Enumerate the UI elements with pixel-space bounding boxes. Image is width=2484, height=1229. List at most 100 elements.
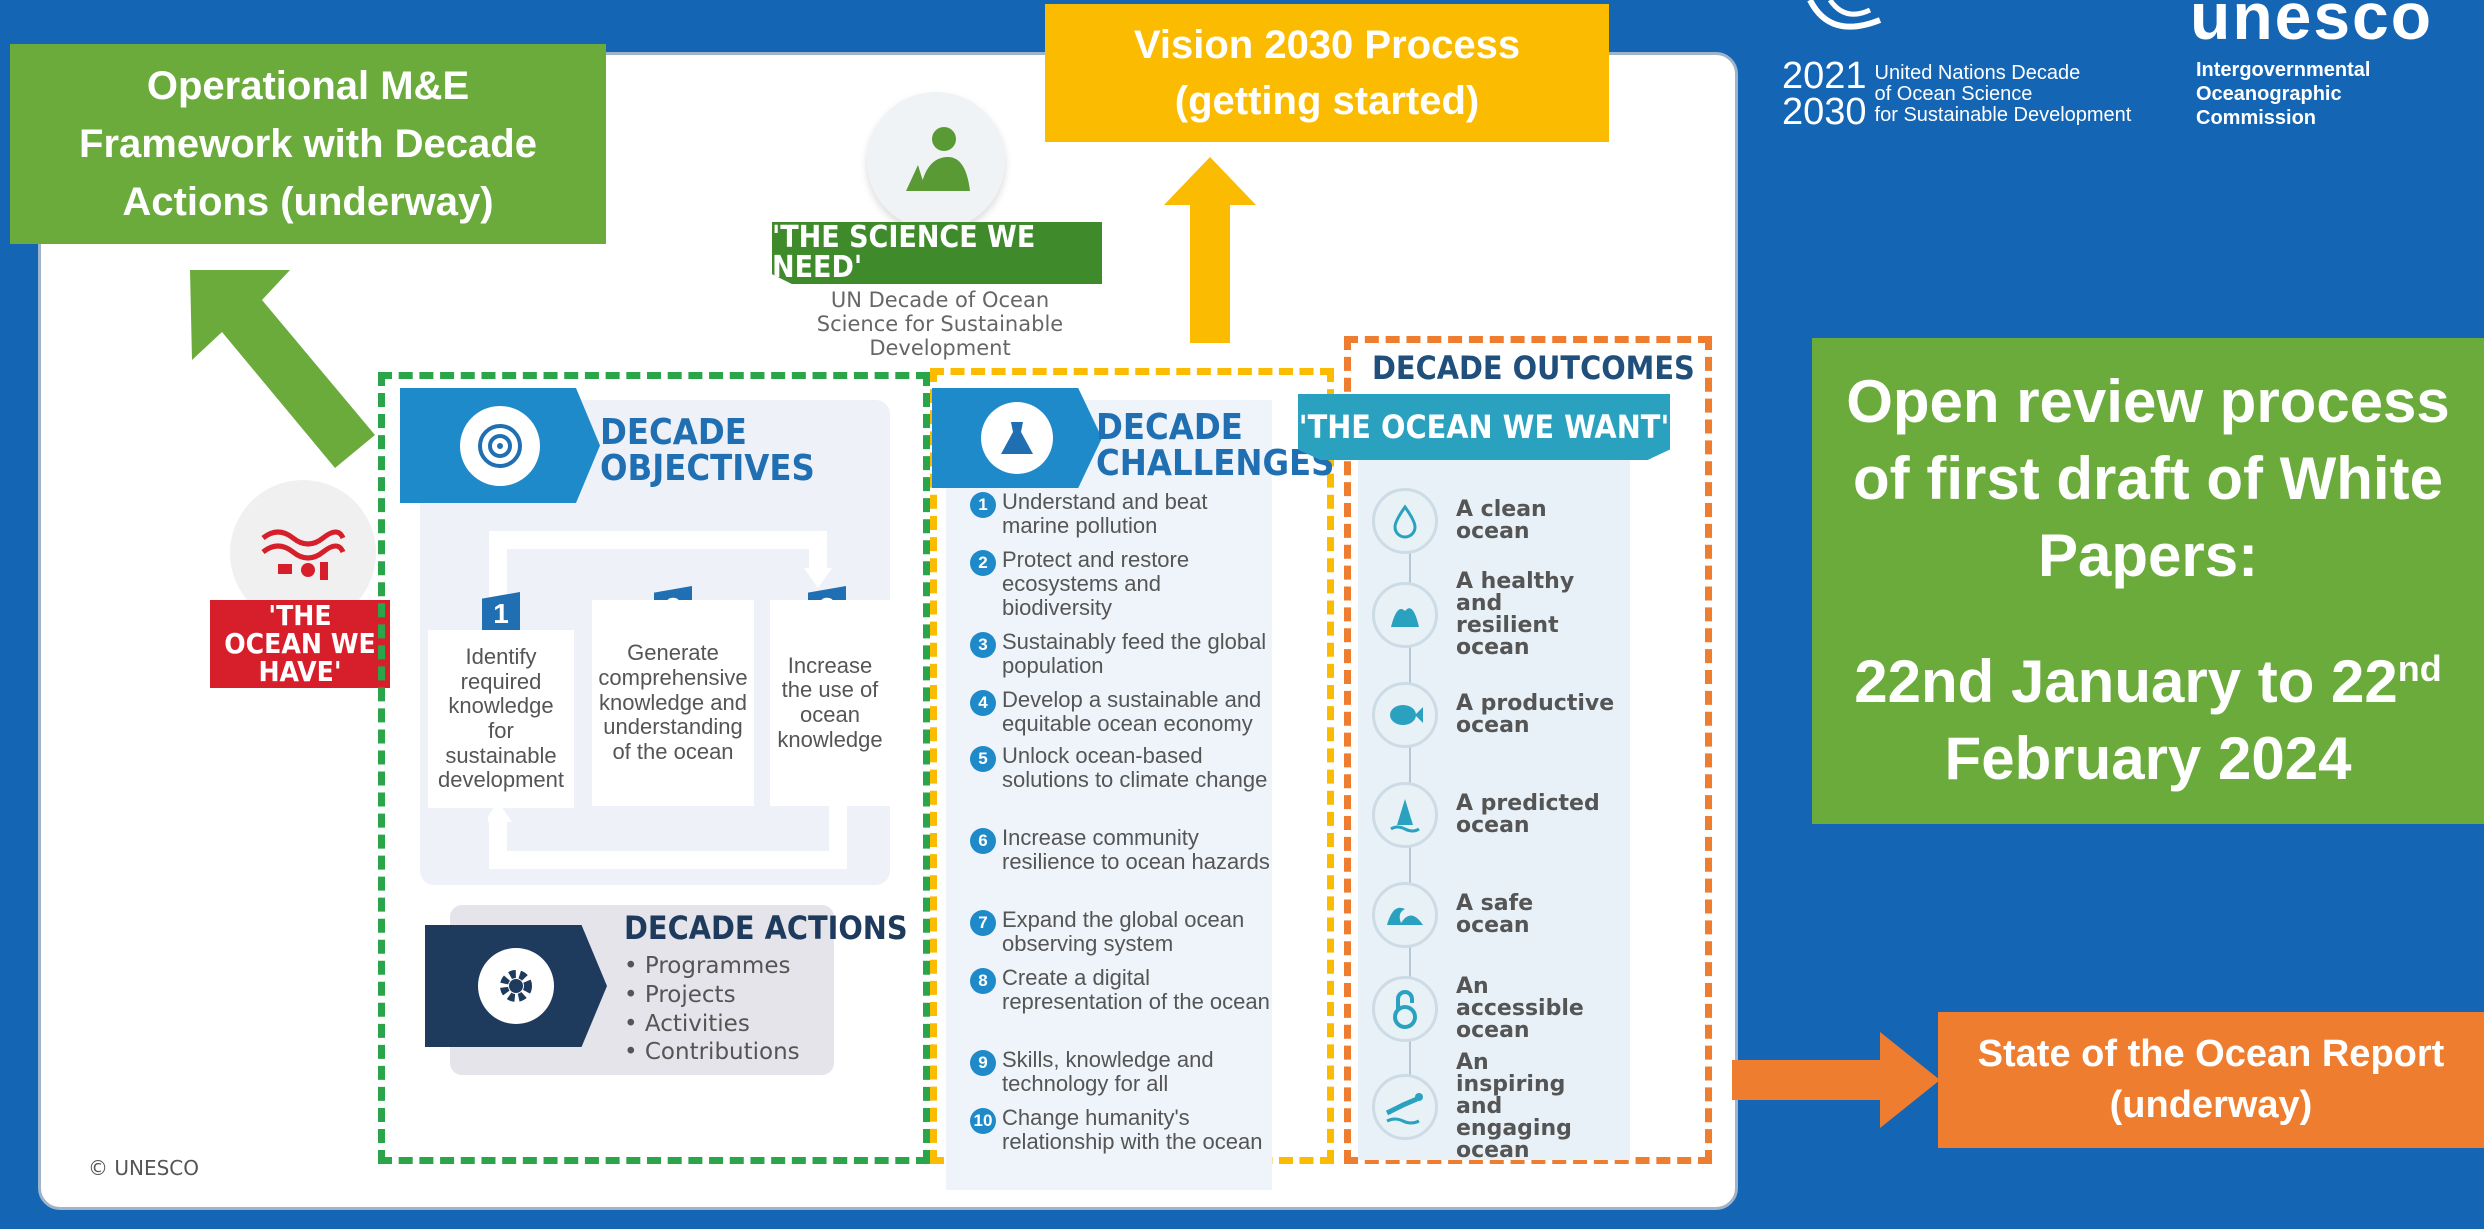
fish-icon [1390,705,1423,725]
outcome-label-4: A predicted ocean [1456,791,1600,838]
cycle-arrows-icon [488,531,847,869]
decade-logo: 2021 2030 United Nations Decade of Ocean… [1782,55,2132,134]
ioc-line-2: Oceanographic [2196,83,2342,105]
science-banner: 'THE SCIENCE WE NEED' [772,222,1102,284]
challenge-text-8: Create a digital representation of the o… [1002,965,1270,1015]
challenge-text-3: Sustainably feed the global population [1002,629,1267,679]
objectives-title: DECADE OBJECTIVES [600,412,815,489]
open-access-icon [1393,990,1417,1029]
outcome-item-4: A predicted ocean [1372,780,1632,850]
target-icon [478,423,522,468]
outcome-item-1: A clean ocean [1372,486,1632,556]
outcome-label-2: A healthy and resilient ocean [1456,569,1575,660]
outcome-label-5: A safe ocean [1456,891,1534,938]
outcome-label-7: An inspiring and engaging ocean [1456,1050,1572,1163]
copyright: © UNESCO [88,1156,199,1180]
objective-card-1: Identify required knowledge for sustaina… [428,630,574,808]
ioc-line-1: Intergovernmental [2196,59,2371,81]
outcome-item-3: A productive ocean [1372,680,1632,750]
review-dates: 22nd January to 22nd [1854,644,2442,721]
challenge-text-4: Develop a sustainable and equitable ocea… [1002,687,1262,737]
objectives-header [400,388,600,503]
state-report-box: State of the Ocean Report (underway) [1938,1012,2484,1148]
challenge-num-1: 1 [970,492,996,518]
unesco-logo-icon [1807,0,1882,30]
review-title: Open review process of first draft of Wh… [1846,368,2450,589]
year-bottom: 2030 [1782,91,1867,134]
outcome-label-6: An accessible ocean [1456,974,1584,1043]
action-item-1: • Programmes [624,953,791,979]
review-box: Open review process of first draft of Wh… [1812,338,2484,824]
challenge-num-2: 2 [970,550,996,576]
objective-badge-1: 1 [482,592,520,636]
outcomes-title: DECADE OUTCOMES [1372,349,1695,387]
objectives-region [378,372,930,1164]
ocean-have-text: 'THE OCEAN WE HAVE' [224,599,376,688]
challenge-text-9: Skills, knowledge and technology for all [1002,1047,1214,1097]
challenge-text-5: Unlock ocean-based solutions to climate … [1002,743,1268,793]
ioc-line-3: Commission [2196,107,2317,129]
objective-card-3: Increase the use of ocean knowledge [770,600,890,806]
challenge-num-3: 3 [970,632,996,658]
ocean-have-banner: 'THE OCEAN WE HAVE' [210,600,390,688]
challenges-title: DECADE CHALLENGES [1096,407,1335,484]
outcome-item-2: A healthy and resilient ocean [1372,571,1632,659]
challenge-num-10: 10 [970,1108,996,1134]
challenge-text-7: Expand the global ocean observing system [1002,907,1245,957]
challenge-num-9: 9 [970,1050,996,1076]
outcomes-region [1344,336,1712,1164]
outcome-label-3: A productive ocean [1456,691,1615,738]
challenge-num-7: 7 [970,910,996,936]
year-top: 2021 [1782,55,1867,97]
actions-list: • Programmes • Projects • Activities • C… [624,952,800,1067]
logo-line-2: of Ocean Science [1874,82,2033,105]
actions-title: DECADE ACTIONS [624,909,908,947]
unesco-wordmark: unesco [2190,0,2434,53]
review-date-sup: nd [2397,648,2442,690]
water-drop-icon [1393,504,1417,539]
gear-icon [500,970,532,1002]
scientist-icon [906,127,970,191]
challenge-text-1: Understand and beat marine pollution [1002,489,1208,539]
ioc-text: Intergovernmental Oceanographic Commissi… [2196,58,2370,130]
challenge-text-2: Protect and restore ecosystems and biodi… [1002,547,1190,621]
science-circle [867,92,1005,230]
action-item-3: • Activities [624,1010,750,1037]
challenge-num-4: 4 [970,690,996,716]
diver-icon [1385,1093,1423,1125]
review-date-start: 22nd January to 22 [1854,648,2398,716]
ocean-want-text: 'THE OCEAN WE WANT' [1298,408,1670,446]
outcome-item-5: A safe ocean [1372,880,1632,950]
outcome-item-7: An inspiring and engaging ocean [1372,1052,1632,1162]
challenge-num-5: 5 [970,746,996,772]
arrow-up-icon [1164,157,1256,343]
state-report-text: State of the Ocean Report (underway) [1977,1032,2445,1126]
arrow-right-icon [1732,1032,1940,1128]
outcome-item-6: An accessible ocean [1372,974,1632,1044]
action-item-4: • Contributions [624,1039,800,1066]
challenge-text-6: Increase community resilience to ocean h… [1002,825,1270,875]
arrow-up-left-icon [190,270,375,468]
review-date-end: February 2024 [1944,725,2352,793]
science-banner-text: 'THE SCIENCE WE NEED' [772,220,1036,285]
monitoring-box: Operational M&E Framework with Decade Ac… [10,44,606,244]
outcome-label-1: A clean ocean [1456,497,1547,544]
monitoring-text: Operational M&E Framework with Decade Ac… [79,64,537,224]
challenge-num-6: 6 [970,828,996,854]
coral-icon [1391,608,1419,627]
challenge-text-10: Change humanity's relationship with the … [1002,1105,1263,1155]
challenge-num-8: 8 [970,968,996,994]
logo-line-3: for Sustainable Development [1874,103,2132,126]
objective-card-2: Generate comprehensive knowledge and und… [592,600,754,806]
ocean-debris-icon [261,529,346,580]
challenges-header [932,388,1102,488]
science-caption: UN Decade of Ocean Science for Sustainab… [816,288,1064,361]
